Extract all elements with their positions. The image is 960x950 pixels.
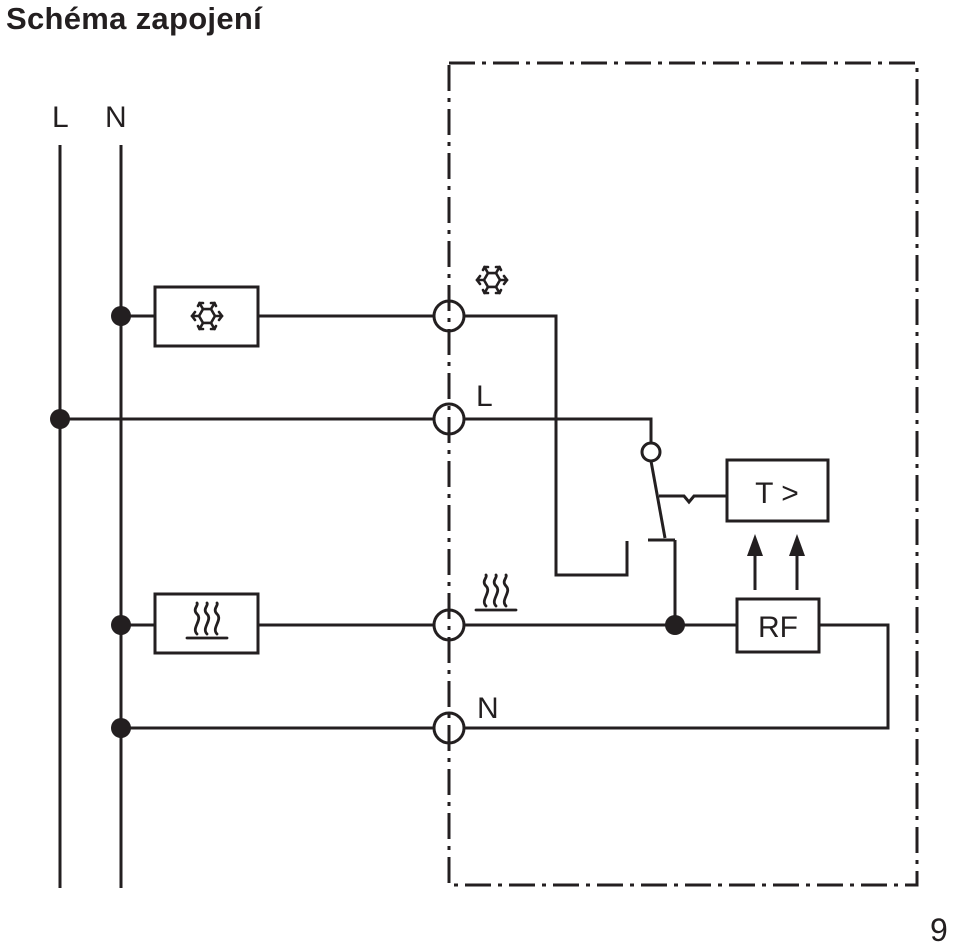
junction-dot [111,615,131,635]
thermostat-block-label: T > [755,477,799,510]
page-title: Schéma zapojení [6,1,263,36]
wire [464,417,653,443]
thermostat-block [725,458,830,523]
rf-block-label: RF [758,611,798,644]
page-number: 9 [930,912,948,948]
junction-dot [50,409,70,429]
signal-arrow-head [789,534,805,556]
relay-link [659,494,727,505]
heat-waves-icon [474,573,518,612]
snowflake-icon [190,301,224,331]
terminal-n-label: N [477,692,499,725]
heat-waves-icon [185,601,229,640]
terminal-l-label: L [476,380,493,413]
rail-n-label: N [105,101,127,134]
relay-switch-blade [649,460,667,539]
wire [464,314,629,577]
junction-dot [111,306,131,326]
snowflake-icon [475,265,509,295]
device-enclosure [447,61,919,887]
wire [464,623,890,730]
signal-arrow-head [747,534,763,556]
junction-dot [665,615,685,635]
switch-pivot [640,441,662,463]
rail-l-label: L [52,101,69,134]
terminal-n [432,711,466,745]
junction-dot [111,718,131,738]
